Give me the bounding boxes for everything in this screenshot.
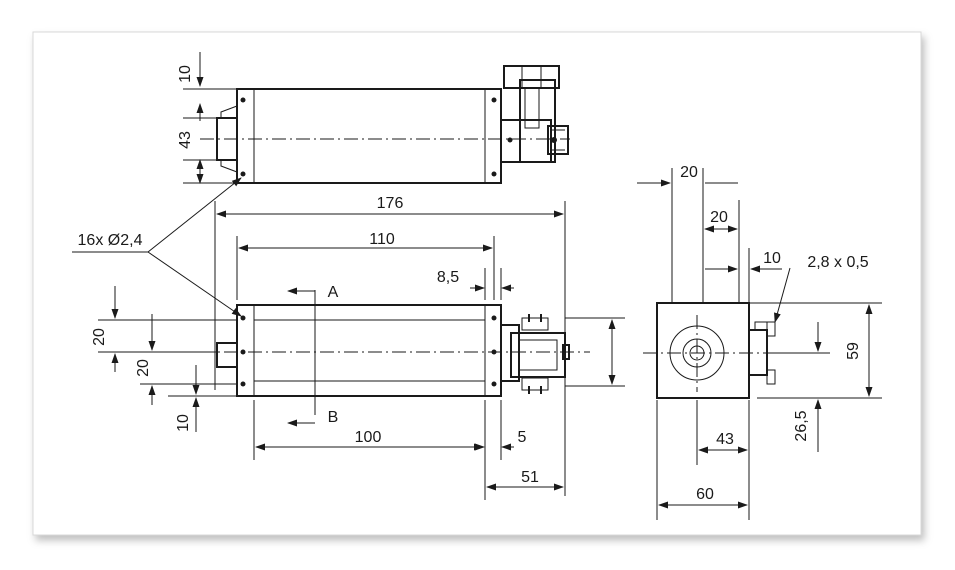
dim-offset-8-5: 8,5 (437, 269, 459, 286)
dim-top-43: 43 (177, 131, 194, 149)
mounting-hole (491, 97, 497, 103)
dim-length-110: 110 (369, 231, 395, 248)
dim-span-100: 100 (355, 429, 382, 446)
mounting-hole (491, 381, 497, 387)
mounting-hole (240, 381, 246, 387)
mounting-hole (240, 171, 246, 177)
dim-side-20-a: 20 (680, 164, 698, 181)
mounting-hole (491, 171, 497, 177)
dim-height-59: 59 (845, 342, 862, 360)
dim-top-10: 10 (177, 65, 194, 83)
dim-side-10: 10 (763, 250, 781, 267)
dim-side-20-b: 20 (710, 209, 728, 226)
dim-left-20-a: 20 (91, 328, 108, 346)
mounting-hole (491, 315, 497, 321)
terminal-callout: 2,8 x 0,5 (807, 254, 868, 271)
dim-axis-43: 43 (716, 431, 734, 448)
hole-callout: 16x Ø2,4 (78, 232, 143, 249)
dim-gap-5: 5 (518, 429, 527, 446)
section-label-b: B (328, 409, 339, 426)
top-view-motor (500, 65, 569, 163)
dim-motor-51: 51 (521, 469, 539, 486)
dim-left-10: 10 (175, 414, 192, 432)
top-view (183, 52, 570, 184)
dim-left-20-b: 20 (135, 359, 152, 377)
mounting-hole (240, 315, 246, 321)
front-view (72, 177, 625, 500)
mounting-hole (240, 97, 246, 103)
drawing-sheet (32, 31, 922, 536)
section-label-a: A (328, 284, 339, 301)
dim-width-60: 60 (696, 486, 714, 503)
dim-depth-26-5: 26,5 (793, 410, 810, 441)
side-view (637, 168, 882, 520)
front-view-bearing-cap (216, 342, 238, 368)
dim-overall-176: 176 (377, 195, 404, 212)
